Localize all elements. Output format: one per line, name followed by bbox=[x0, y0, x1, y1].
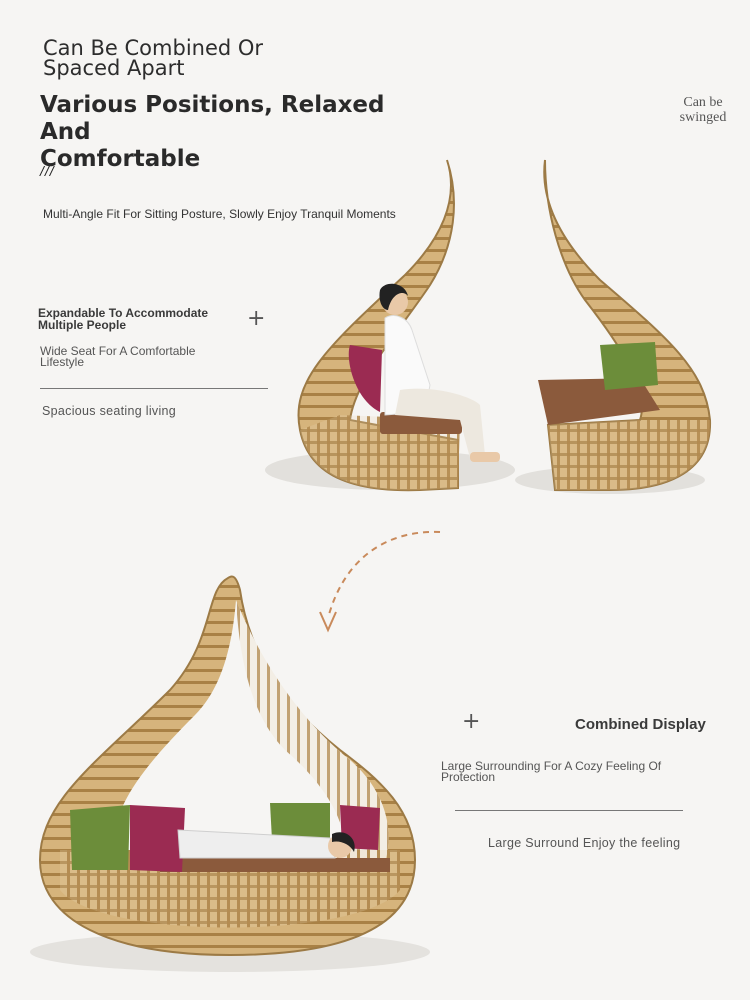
page-title-line1: Various Positions, Relaxed And bbox=[40, 92, 385, 145]
slash-decoration: /// bbox=[40, 163, 55, 179]
lying-person bbox=[177, 829, 355, 859]
swing-note-line1: Can be bbox=[683, 95, 723, 110]
divider bbox=[40, 388, 268, 389]
feature-expandable: Expandable To Accommodate Multiple Peopl… bbox=[38, 307, 208, 331]
combined-pods bbox=[30, 575, 430, 972]
feature-expandable-line1: Expandable To Accommodate bbox=[38, 306, 209, 320]
feature-expandable-line2: Multiple People bbox=[38, 318, 127, 332]
small-title-line2: Spaced Apart bbox=[43, 56, 185, 80]
page-title: Various Positions, Relaxed And Comfortab… bbox=[40, 92, 430, 173]
caption-spacious: Spacious seating living bbox=[42, 404, 177, 418]
feature-surround-line1: Large Surrounding For A Cozy Feeling Of bbox=[441, 759, 662, 773]
curved-arrow-icon bbox=[327, 530, 441, 619]
subtitle: Multi-Angle Fit For Sitting Posture, Slo… bbox=[43, 207, 396, 221]
feature-wide-seat: Wide Seat For A Comfortable Lifestyle bbox=[40, 344, 196, 369]
right-pod bbox=[515, 159, 712, 494]
small-title: Can Be Combined Or Spaced Apart bbox=[43, 36, 264, 80]
feature-surround: Large Surrounding For A Cozy Feeling Of … bbox=[441, 759, 662, 784]
feature-surround-line2: Protection bbox=[441, 770, 496, 784]
pillow-green-icon bbox=[600, 342, 658, 390]
left-pod bbox=[265, 159, 515, 492]
caption-large-surround: Large Surround Enjoy the feeling bbox=[488, 836, 681, 850]
feature-wide-seat-line2: Lifestyle bbox=[40, 355, 85, 369]
combined-display-title: Combined Display bbox=[575, 716, 706, 733]
swing-note: Can be swinged bbox=[660, 95, 746, 125]
feature-wide-seat-line1: Wide Seat For A Comfortable bbox=[40, 344, 196, 358]
plus-icon: + bbox=[462, 709, 481, 734]
swing-note-line2: swinged bbox=[679, 110, 727, 125]
divider bbox=[455, 810, 683, 811]
page-title-line2: Comfortable bbox=[40, 146, 201, 172]
plus-icon: + bbox=[247, 306, 266, 331]
seated-person bbox=[379, 283, 500, 462]
small-title-line1: Can Be Combined Or bbox=[43, 36, 264, 60]
